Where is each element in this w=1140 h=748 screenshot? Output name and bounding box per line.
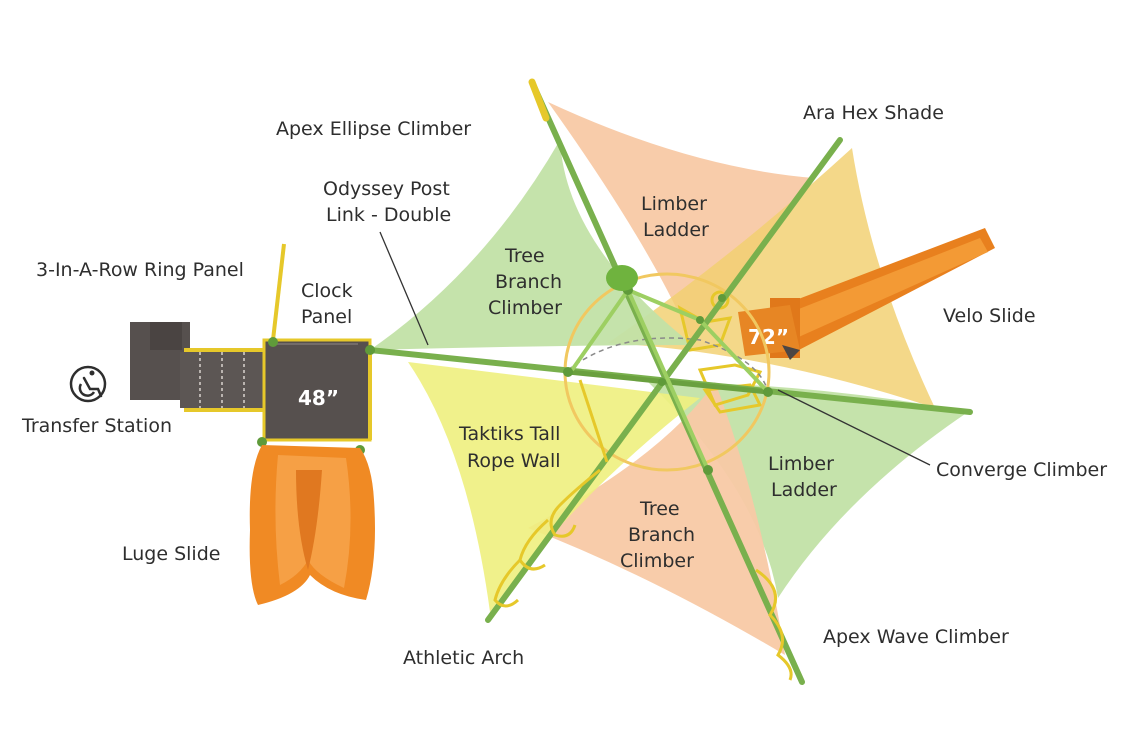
label-taktiks-1: Taktiks Tall: [458, 423, 560, 445]
label-tree-top-2: Branch: [495, 271, 562, 293]
label-converge: Converge Climber: [936, 459, 1107, 481]
limber-ladders: [570, 288, 770, 471]
deck-48-height: 48”: [298, 386, 339, 410]
green-shade-left: [370, 140, 693, 350]
label-tree-top-3: Climber: [488, 297, 562, 319]
tree-branch-hold: [606, 265, 638, 291]
label-apex-wave: Apex Wave Climber: [823, 626, 1009, 648]
converge-leader: [777, 389, 931, 466]
label-tree-bottom-1: Tree: [639, 498, 680, 520]
label-ring-panel: 3-In-A-Row Ring Panel: [36, 259, 244, 281]
label-odyssey-2: Link - Double: [326, 204, 451, 226]
orange-shade-bottom: [528, 382, 785, 655]
deck-72-height: 72”: [748, 325, 789, 349]
label-taktiks-2: Rope Wall: [467, 450, 561, 472]
deck-48: 48”: [257, 337, 375, 455]
label-velo: Velo Slide: [943, 305, 1036, 327]
transfer-station: [130, 322, 270, 412]
label-limber-top-2: Ladder: [643, 219, 709, 241]
ring-panel-post: [271, 243, 286, 341]
label-limber-top-1: Limber: [641, 193, 707, 215]
label-odyssey-1: Odyssey Post: [323, 178, 450, 200]
wheelchair-icon: [69, 365, 107, 403]
luge-slide: [249, 445, 375, 605]
label-tree-bottom-3: Climber: [620, 550, 694, 572]
apex-wave-climber: [755, 568, 793, 681]
label-clock-2: Panel: [301, 306, 352, 328]
label-apex-ellipse: Apex Ellipse Climber: [276, 118, 471, 140]
label-clock-1: Clock: [301, 280, 353, 302]
label-athletic: Athletic Arch: [403, 647, 524, 669]
odyssey-leader: [379, 231, 429, 346]
label-transfer: Transfer Station: [21, 415, 172, 437]
label-tree-bottom-2: Branch: [628, 524, 695, 546]
label-limber-bottom-2: Ladder: [771, 479, 837, 501]
orange-shade-top: [548, 102, 814, 345]
label-ara-hex: Ara Hex Shade: [803, 102, 944, 124]
label-tree-top-1: Tree: [504, 245, 545, 267]
label-luge: Luge Slide: [122, 543, 220, 565]
yellow-shade: [408, 362, 700, 612]
athletic-arch: [493, 379, 609, 608]
ellipse-dashed-path: [567, 337, 769, 393]
label-limber-bottom-1: Limber: [768, 453, 834, 475]
